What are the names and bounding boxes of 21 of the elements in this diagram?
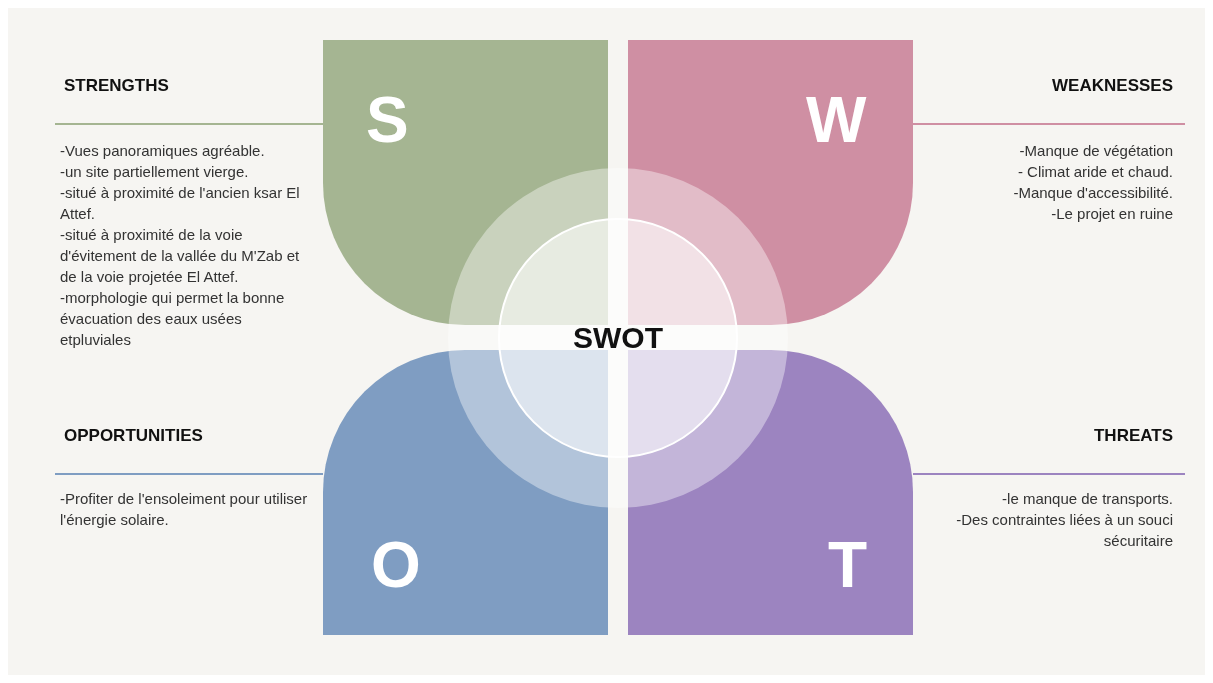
quadrant-letter: W [806, 88, 867, 152]
bullet-text: -Le projet en ruine [1050, 204, 1173, 224]
section-heading: WEAKNESSES [1052, 76, 1173, 96]
section-heading: OPPORTUNITIES [64, 426, 203, 446]
center-title: SWOT [573, 321, 663, 355]
bullet-text: -Des contraintes liées à un souci sécuritaire [955, 510, 1173, 551]
bullet-text: -situé à proximité de l'ancien ksar El Attef. [60, 183, 301, 224]
bullet-text: -Profiter de l'ensoleiment pour utiliser l'énergie solaire. [60, 489, 309, 530]
quadrant-letter: O [371, 533, 421, 597]
bullet-text: -Manque de végétation [1018, 141, 1173, 161]
bullet-text: - Climat aride et chaud. [1016, 162, 1173, 182]
section-heading: STRENGTHS [64, 76, 169, 96]
bullet-text: -morphologie qui permet la bonne évacuation des eaux usées etpluviales [60, 288, 286, 350]
section-heading: THREATS [1094, 426, 1173, 446]
bullet-text: -le manque de transports. [1001, 489, 1173, 509]
quadrant-letter: T [828, 533, 868, 597]
bullet-text: -Vues panoramiques agréable. [60, 141, 266, 161]
bullet-text: -Manque d'accessibilité. [1012, 183, 1173, 203]
bullet-text: -situé à proximité de la voie d'évitement de la vallée du M'Zab et de la voie projetée El Attef. [60, 225, 301, 287]
quadrant-letter: S [366, 88, 409, 152]
bullet-text: -un site partiellement vierge. [60, 162, 250, 182]
